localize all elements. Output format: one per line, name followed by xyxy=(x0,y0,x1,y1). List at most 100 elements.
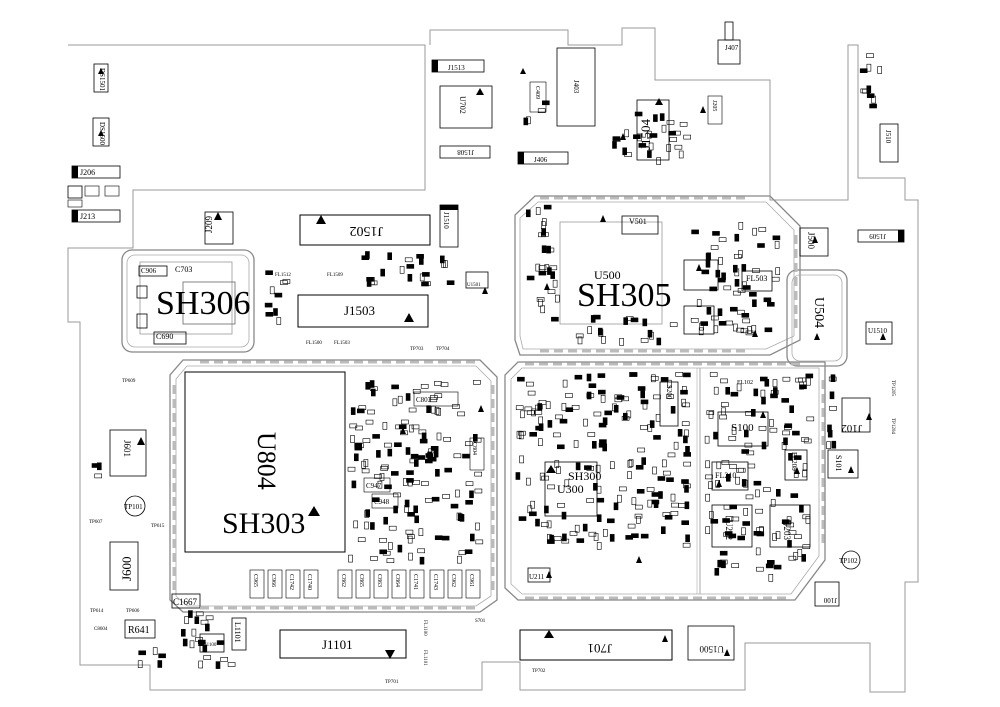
shield-pad xyxy=(284,606,293,610)
smd-pad xyxy=(670,493,676,502)
j1509-label: J1509 xyxy=(869,232,886,240)
smd-pad xyxy=(205,623,210,632)
smd-pad xyxy=(405,393,411,401)
tp101-label: TP101 xyxy=(124,503,143,511)
smd-pad xyxy=(609,534,615,542)
smd-pad xyxy=(380,268,386,277)
fl1101-label: FL1101 xyxy=(422,650,427,666)
smd-pad xyxy=(830,374,836,383)
smd-pad xyxy=(458,550,467,556)
smd-pad xyxy=(377,480,383,489)
smd-pad xyxy=(264,302,273,308)
shield-pad xyxy=(821,422,825,431)
smd-pad xyxy=(613,404,619,413)
shield-pad xyxy=(539,362,548,366)
smd-pad xyxy=(629,372,638,377)
smd-pad xyxy=(421,481,429,486)
smd-pad xyxy=(790,493,799,498)
smd-pad xyxy=(637,447,645,453)
shield-pad xyxy=(777,362,786,366)
smd-pad xyxy=(716,461,722,470)
smd-pad xyxy=(181,628,186,637)
shield-pad xyxy=(172,525,176,534)
smd-pad xyxy=(565,407,574,413)
shield-pad xyxy=(821,464,825,473)
smd-pad xyxy=(682,542,691,548)
smd-pad xyxy=(788,530,797,536)
smd-pad xyxy=(757,243,765,248)
shield-pad xyxy=(652,196,661,200)
smd-pad xyxy=(198,660,203,669)
smd-pad xyxy=(540,232,549,237)
smd-pad xyxy=(390,471,399,476)
smd-pad xyxy=(678,503,686,508)
smd-pad xyxy=(630,317,639,323)
shield-pad xyxy=(680,349,689,353)
smd-pad xyxy=(571,404,580,410)
shield-pad xyxy=(214,606,223,610)
smd-pad xyxy=(782,376,791,382)
smd-pad xyxy=(473,379,481,385)
smd-pad xyxy=(742,281,747,290)
smd-pad xyxy=(761,441,767,450)
s200-label: S200 xyxy=(665,385,673,400)
smd-pad xyxy=(655,413,661,422)
smd-pad xyxy=(597,327,603,336)
smd-pad xyxy=(660,377,669,382)
j1502-label: J1502 xyxy=(350,223,383,238)
shield-pad xyxy=(424,360,433,364)
smd-pad xyxy=(708,481,713,490)
smd-pad xyxy=(423,281,431,286)
smd-pad xyxy=(668,130,677,136)
c906-label: C906 xyxy=(141,267,157,275)
smd-pad xyxy=(733,254,742,259)
shield-pad xyxy=(491,483,495,492)
shield-pad xyxy=(624,349,633,353)
smd-pad xyxy=(666,144,672,152)
smd-pad xyxy=(717,308,723,317)
smd-pad xyxy=(729,306,738,312)
smd-pad xyxy=(420,383,429,389)
shield-pad xyxy=(172,497,176,506)
smd-pad xyxy=(772,533,777,541)
shield-pad xyxy=(491,525,495,534)
smd-pad xyxy=(653,114,658,122)
shield-pad xyxy=(491,539,495,548)
tp615-label: TP615 xyxy=(151,524,165,529)
smd-pad xyxy=(684,485,689,493)
shield-pad xyxy=(382,606,391,610)
shield-pad xyxy=(298,606,307,610)
smd-pad xyxy=(653,435,661,440)
c409-label: C409 xyxy=(534,86,540,99)
smd-pad xyxy=(526,477,531,486)
smd-pad xyxy=(866,63,872,72)
shield-pad xyxy=(491,455,495,464)
smd-pad xyxy=(670,510,679,516)
smd-pad xyxy=(540,522,549,527)
smd-pad xyxy=(662,512,671,517)
u1100-label: U1100 xyxy=(203,643,217,648)
c690-label: C690 xyxy=(156,332,173,341)
j1503-label: J1503 xyxy=(344,303,375,318)
c863-label: C863 xyxy=(376,574,382,587)
shield-pad xyxy=(368,360,377,364)
smd-pad xyxy=(642,401,648,410)
smd-pad xyxy=(750,408,756,417)
smd-pad xyxy=(379,537,387,543)
smd-pad xyxy=(205,615,214,621)
smd-pad xyxy=(710,245,719,250)
smd-pad xyxy=(220,657,228,662)
smd-pad xyxy=(399,265,405,274)
shield-pad xyxy=(763,362,772,366)
smd-pad xyxy=(367,409,375,415)
shield-pad xyxy=(821,436,825,445)
top-center-area: J1513 U702 J1508 C409 J403 J406 J1504 J4… xyxy=(431,21,741,165)
smd-pad xyxy=(422,272,430,277)
smd-pad xyxy=(745,494,754,500)
smd-pad xyxy=(453,453,462,459)
smd-pad xyxy=(405,529,414,535)
j1504-label: J1504 xyxy=(638,118,653,150)
shield-pad xyxy=(410,606,419,610)
smd-pad xyxy=(634,504,643,510)
